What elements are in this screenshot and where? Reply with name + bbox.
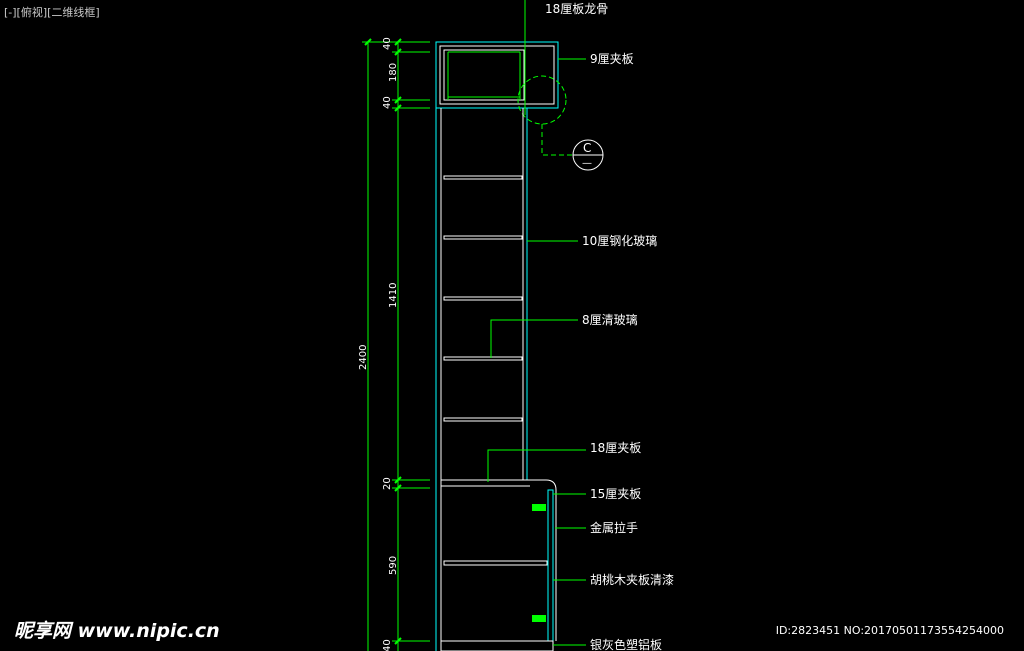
dim-lower: 590: [388, 556, 399, 575]
section-letter: C: [583, 141, 591, 155]
label-ply9: 9厘夹板: [590, 52, 634, 66]
label-tempered-glass: 10厘钢化玻璃: [582, 234, 657, 248]
label-ply18: 18厘夹板: [590, 441, 641, 455]
dim-top-b: 180: [388, 63, 399, 82]
label-ply15: 15厘夹板: [590, 487, 641, 501]
lower-cabinet: [440, 479, 557, 651]
dim-top-a: 40: [382, 37, 393, 50]
material-labels: 18厘板龙骨 9厘夹板 10厘钢化玻璃 8厘清玻璃 18厘夹板 15厘夹板 金属…: [545, 2, 674, 651]
glass-cabinet: [435, 108, 528, 651]
section-mark[interactable]: C —: [572, 139, 604, 171]
leader-lines: [487, 0, 586, 646]
dim-overall: 2400: [358, 345, 369, 370]
dimension-texts: 40 180 40 1410 2400 20 590 40: [358, 37, 399, 651]
label-alu-panel: 银灰色塑铝板: [590, 637, 662, 651]
label-top-frame: 18厘板龙骨: [545, 2, 608, 16]
label-clear-glass: 8厘清玻璃: [582, 313, 638, 327]
label-walnut: 胡桃木夹板清漆: [590, 572, 674, 587]
section-sub: —: [582, 158, 592, 169]
watermark-logo: 昵享网 www.nipic.cn: [14, 620, 220, 642]
label-handle: 金属拉手: [590, 520, 638, 535]
dim-glass-zone: 1410: [388, 283, 399, 308]
detail-circle: [517, 75, 567, 125]
hinge-icon: [532, 504, 546, 622]
viewport-label[interactable]: [-][俯视][二维线框]: [4, 6, 100, 19]
dim-counter: 20: [382, 477, 393, 490]
top-box: [435, 41, 572, 156]
glass-shelves: [443, 175, 523, 422]
dim-base: 40: [382, 639, 393, 651]
dimension-lines: [362, 38, 430, 651]
watermark-id: ID:2823451 NO:20170501173554254000: [775, 624, 1004, 637]
dim-top-c: 40: [382, 96, 393, 109]
